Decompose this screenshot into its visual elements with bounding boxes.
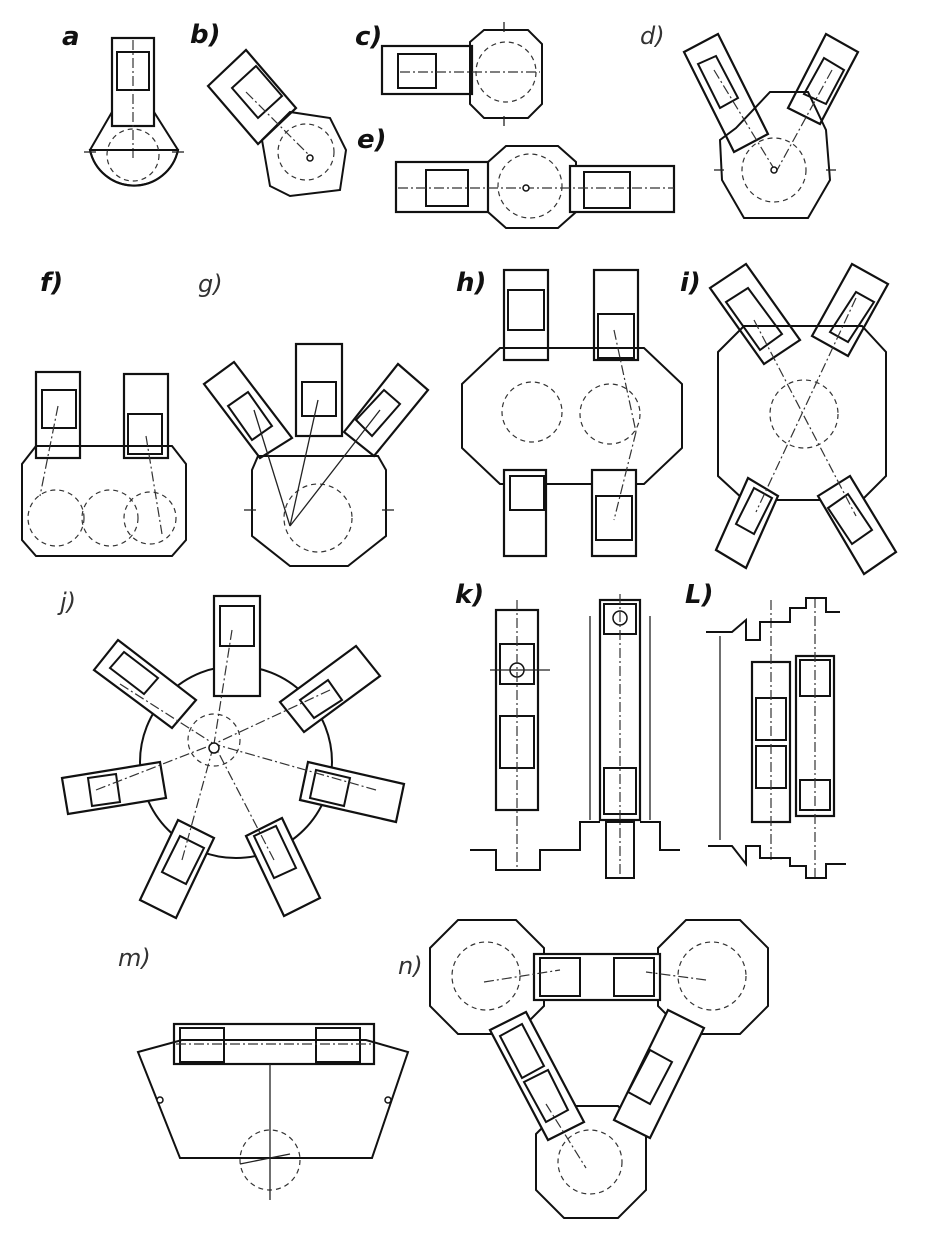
label-k: k)	[455, 580, 485, 610]
diagram-g	[202, 342, 430, 567]
label-e: e)	[357, 125, 387, 155]
diagram-n	[429, 919, 769, 1219]
diagram-e	[394, 145, 676, 229]
label-c: c)	[355, 22, 383, 52]
label-j: j)	[60, 588, 77, 616]
label-n: n)	[398, 952, 423, 980]
label-l: L)	[685, 580, 714, 610]
label-d: d)	[640, 22, 665, 50]
diagram-k	[470, 594, 680, 880]
diagram-f	[21, 370, 187, 557]
label-i: i)	[680, 268, 701, 298]
label-g: g)	[198, 270, 223, 298]
diagram-c	[380, 22, 543, 126]
label-b: b)	[190, 20, 221, 50]
diagram-l	[706, 597, 846, 880]
diagram-a	[84, 36, 184, 187]
diagram-m	[136, 1022, 410, 1200]
diagram-i	[708, 262, 898, 576]
diagram-d	[682, 32, 860, 219]
diagram-b	[206, 48, 348, 198]
label-h: h)	[456, 268, 487, 298]
diagram-j	[60, 594, 406, 920]
label-f: f)	[40, 268, 64, 298]
label-m: m)	[118, 944, 151, 972]
diagram-h	[461, 268, 683, 558]
label-a: a	[62, 22, 80, 52]
